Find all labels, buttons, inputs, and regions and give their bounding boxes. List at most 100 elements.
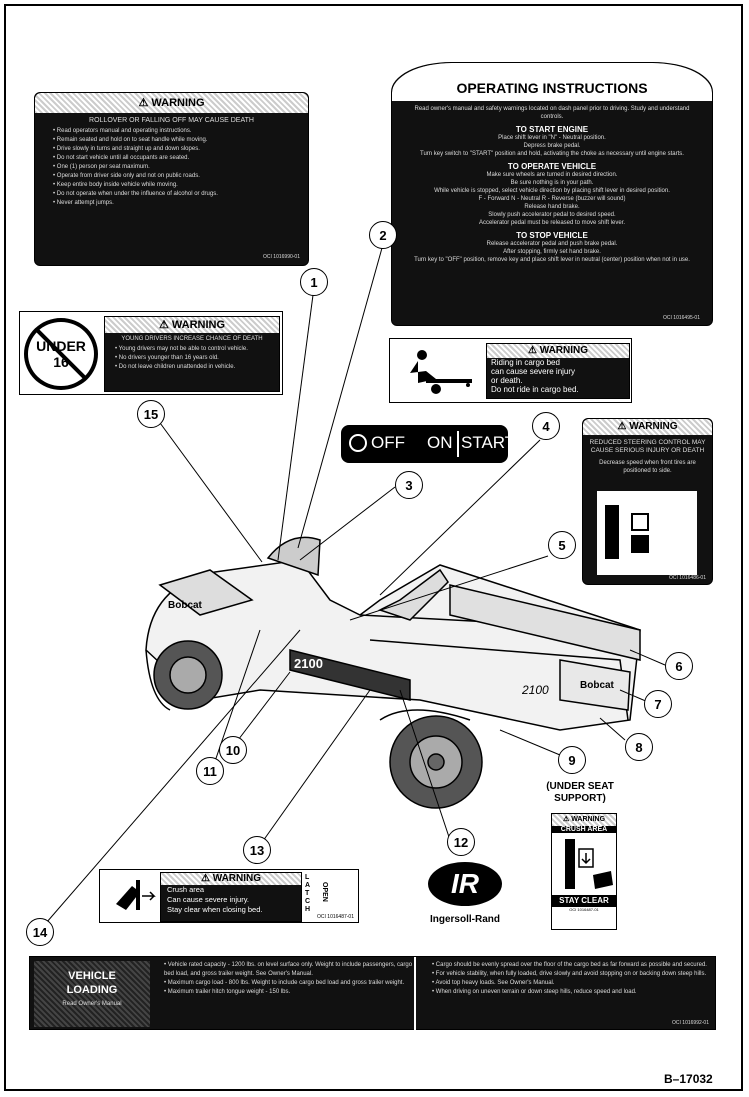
operating-intro: Read owner's manual and safety warnings …	[414, 106, 690, 120]
under16-list: Young drivers may not be able to control…	[105, 345, 279, 372]
callout-12: 12	[447, 828, 475, 856]
under-seat-label: (UNDER SEAT SUPPORT)	[546, 781, 614, 804]
vehicle-side-brand-label: Bobcat	[580, 680, 615, 691]
section-line: Depress brake pedal.	[523, 143, 581, 149]
cargo-line-3: or death.	[491, 376, 523, 385]
wheel-turned-icon	[631, 513, 649, 531]
section-line: Slowly push accelerator pedal to desired…	[488, 212, 616, 218]
callout-9: 9	[558, 746, 586, 774]
decal-code: OCI 1016487-01	[569, 907, 599, 912]
loading-divider	[414, 957, 416, 1031]
list-item: For vehicle stability, when fully loaded…	[432, 970, 720, 979]
callout-3: 3	[395, 471, 423, 499]
cargo-text-panel: ⚠ WARNING Riding in cargo bed can cause …	[486, 343, 630, 399]
operating-instructions-decal: OPERATING INSTRUCTIONS Read owner's manu…	[391, 62, 713, 326]
warning-header: ⚠ WARNING	[35, 93, 308, 113]
section-line: Accelerator pedal must be released to mo…	[478, 220, 626, 226]
list-item: Do not leave children unattended in vehi…	[115, 363, 279, 372]
warning-header: ⚠ WARNING	[105, 317, 279, 333]
off-indicator-icon	[349, 434, 367, 452]
warning-header: ⚠ WARNING	[487, 344, 629, 358]
badge-title: VEHICLE LOADING	[66, 970, 118, 996]
list-item: Drive slowly in turns and straight up an…	[53, 145, 308, 154]
cargo-line-4: Do not ride in cargo bed.	[491, 385, 579, 394]
callout-5: 5	[548, 531, 576, 559]
section-heading: TO OPERATE VEHICLE	[507, 162, 597, 171]
under16-text-panel: ⚠ WARNING YOUNG DRIVERS INCREASE CHANCE …	[104, 316, 280, 392]
loading-left-list: Vehicle rated capacity - 1200 lbs. on le…	[154, 961, 418, 997]
key-off-label: OFF	[371, 433, 405, 452]
section-line: Release accelerator pedal and push brake…	[486, 241, 618, 247]
crush-latch-warning-decal: ⚠ WARNING Crush area Can cause severe in…	[99, 869, 359, 923]
ir-mark: IR	[428, 862, 502, 906]
callout-10: 10	[219, 736, 247, 764]
loading-right-list: Cargo should be evenly spread over the f…	[422, 961, 720, 997]
callout-7: 7	[644, 690, 672, 718]
list-item: Cargo should be evenly spread over the f…	[432, 961, 720, 970]
section-line: Be sure nothing is in your path.	[510, 180, 594, 186]
under-seat-crush-decal: ⚠ WARNING CRUSH AREA STAY CLEAR OCI 1016…	[551, 813, 617, 930]
warning-title: ROLLOVER OR FALLING OFF MAY CAUSE DEATH	[89, 117, 254, 124]
warning-header: ⚠ WARNING	[161, 873, 301, 885]
list-item: Never attempt jumps.	[53, 199, 308, 208]
rollover-list: Read operators manual and operating inst…	[43, 127, 308, 208]
warning-header: ⚠ WARNING	[583, 419, 712, 435]
crush-line-1: Crush area	[167, 885, 205, 894]
list-item: Do not operate when under the influence …	[53, 190, 308, 199]
list-item: Remain seated and hold on to seat handle…	[53, 136, 308, 145]
badge-sub: Read Owner's Manual	[62, 1001, 122, 1007]
open-label: OPEN	[321, 882, 328, 902]
key-start-label: START	[461, 433, 516, 452]
hand-crush-icon	[116, 880, 156, 910]
vehicle-loading-badge: VEHICLE LOADING Read Owner's Manual	[34, 961, 150, 1027]
ingersoll-rand-logo: IR Ingersoll-Rand	[419, 862, 511, 934]
crush-text-panel: ⚠ WARNING Crush area Can cause severe in…	[160, 872, 302, 922]
list-item: Operate from driver side only and not on…	[53, 172, 308, 181]
list-item: Do not start vehicle until all occupants…	[53, 154, 308, 163]
decal-code: OCI 1016486-01	[669, 575, 706, 581]
decal-code: OCI 1016992-01	[672, 1020, 709, 1026]
callout-14: 14	[26, 918, 54, 946]
list-item: Avoid top heavy loads. See Owner's Manua…	[432, 979, 720, 988]
wheel-straight-icon	[605, 505, 619, 559]
decal-code: OCI 1016990-01	[263, 254, 300, 260]
vehicle-brand-label: Bobcat	[168, 600, 203, 611]
section-line: F - Forward N - Neutral R - Reverse (buz…	[478, 196, 626, 202]
section-heading: TO STOP VEHICLE	[516, 231, 588, 240]
section-line: Release hand brake.	[524, 204, 580, 210]
callout-4: 4	[532, 412, 560, 440]
section-line: Turn key switch to "START" position and …	[420, 151, 684, 157]
section-line: While vehicle is stopped, select vehicle…	[434, 188, 670, 194]
under16-warning-decal: UNDER 16 ⚠ WARNING YOUNG DRIVERS INCREAS…	[19, 311, 283, 395]
decal-code: OCI 1016487-01	[317, 914, 354, 920]
list-item: No drivers younger than 16 years old.	[115, 354, 279, 363]
key-switch-decal: OFF ON START	[341, 425, 515, 463]
section-line: Make sure wheels are turned in desired d…	[486, 172, 618, 178]
section-line: Place shift lever in "N" - Neutral posit…	[498, 135, 606, 141]
list-item: Maximum trailer hitch tongue weight - 15…	[164, 988, 418, 997]
figure-frame	[4, 4, 743, 1091]
wheel-turned-icon	[631, 535, 649, 553]
list-item: Vehicle rated capacity - 1200 lbs. on le…	[164, 961, 418, 979]
stay-clear-label: STAY CLEAR	[552, 895, 616, 907]
list-item: When driving on uneven terrain or down s…	[432, 988, 720, 997]
warning-title: REDUCED STEERING CONTROL MAY CAUSE SERIO…	[589, 439, 706, 454]
callout-1: 1	[300, 268, 328, 296]
callout-13: 13	[243, 836, 271, 864]
rider-falling-icon	[410, 350, 472, 394]
callout-11: 11	[196, 757, 224, 785]
callout-15: 15	[137, 400, 165, 428]
latch-label: LATCH	[305, 874, 311, 913]
start-divider	[457, 431, 459, 457]
crush-line-3: Stay clear when closing bed.	[167, 905, 263, 914]
crush-line-2: Can cause severe injury.	[167, 895, 249, 904]
callout-6: 6	[665, 652, 693, 680]
crush-area-label: CRUSH AREA	[552, 826, 616, 833]
under16-badge: UNDER 16	[24, 318, 98, 390]
warning-title: YOUNG DRIVERS INCREASE CHANCE OF DEATH	[121, 336, 263, 342]
vehicle-model-label: 2100	[294, 656, 323, 671]
vehicle-loading-decal: VEHICLE LOADING Read Owner's Manual Vehi…	[29, 956, 716, 1031]
rollover-warning-decal: ⚠ WARNING ROLLOVER OR FALLING OFF MAY CA…	[34, 92, 309, 266]
section-line: After stopping, firmly set hand brake.	[503, 249, 601, 255]
list-item: Maximum cargo load - 800 lbs. Weight to …	[164, 979, 418, 988]
